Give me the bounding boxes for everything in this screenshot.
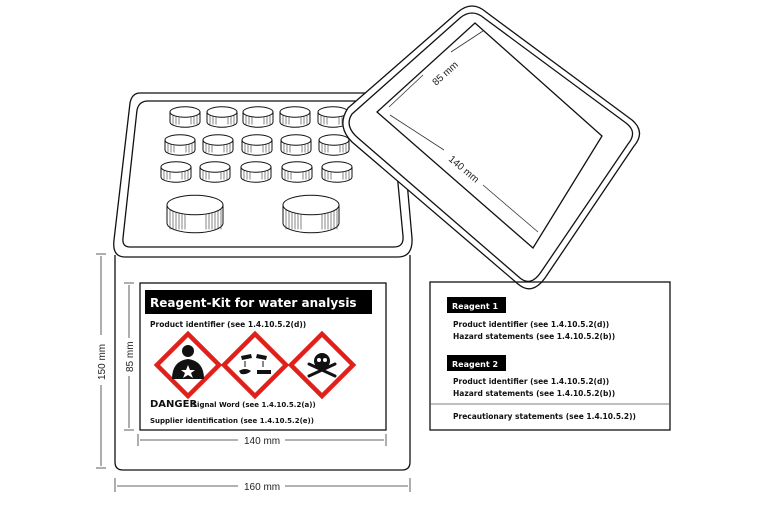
reagent-1-product-identifier: Product identifier (see 1.4.10.5.2(d)) [453,320,609,329]
dimension-box-width: 160 mm [114,478,411,493]
insert-label [429,281,671,431]
corrosion-pictogram-icon [220,330,290,400]
vial-cap-large [282,194,340,234]
reagent-2-product-identifier: Product identifier (see 1.4.10.5.2(d)) [453,377,609,386]
vial-cap-small [318,134,350,156]
vial-cap-large [166,194,224,234]
kit-title: Reagent-Kit for water analysis [150,296,357,310]
kit-label [139,282,387,431]
vial-cap-small [202,134,234,156]
vial-caps [160,106,353,234]
vial-cap-small [279,106,311,128]
signal-word: DANGER [150,399,197,410]
lid: 85 mm 140 mm [342,5,641,290]
vial-cap-small [242,106,274,128]
reagent-2-hazard: Hazard statements (see 1.4.10.5.2(b)) [453,389,615,398]
supplier-identification: Supplier identification (see 1.4.10.5.2(… [150,417,314,425]
vial-cap-small [280,134,312,156]
skull-crossbones-pictogram-icon [287,330,357,400]
reagent-1-tag [447,297,506,313]
health-hazard-pictogram-icon [153,330,223,400]
vial-cap-small [321,161,353,183]
svg-text:150 mm: 150 mm [97,344,108,380]
svg-text:160 mm: 160 mm [244,482,280,493]
dimension-label-width: 140 mm [137,434,387,447]
vial-cap-small [199,161,231,183]
box-body [114,255,411,471]
vial-cap-small [206,106,238,128]
dimension-label-height: 85 mm [124,282,136,431]
reagent-1-name: Reagent 1 [452,302,498,311]
vial-cap-small [164,134,196,156]
vial-cap-small [241,134,273,156]
svg-text:140 mm: 140 mm [244,436,280,447]
vial-cap-small [281,161,313,183]
signal-word-reference: Signal Word (see 1.4.10.5.2(a)) [192,401,316,409]
reagent-2-name: Reagent 2 [452,360,498,369]
vial-cap-small [160,161,192,183]
kit-title-bar [145,290,372,314]
kit-product-identifier: Product identifier (see 1.4.10.5.2(d)) [150,320,306,329]
precautionary-statements: Precautionary statements (see 1.4.10.5.2… [453,412,636,421]
reagent-2-tag [447,355,506,371]
vial-cap-small [169,106,201,128]
reagent-1-hazard: Hazard statements (see 1.4.10.5.2(b)) [453,332,615,341]
dimension-box-height: 150 mm [96,253,108,469]
svg-text:85 mm: 85 mm [125,341,136,372]
vial-cap-small [240,161,272,183]
